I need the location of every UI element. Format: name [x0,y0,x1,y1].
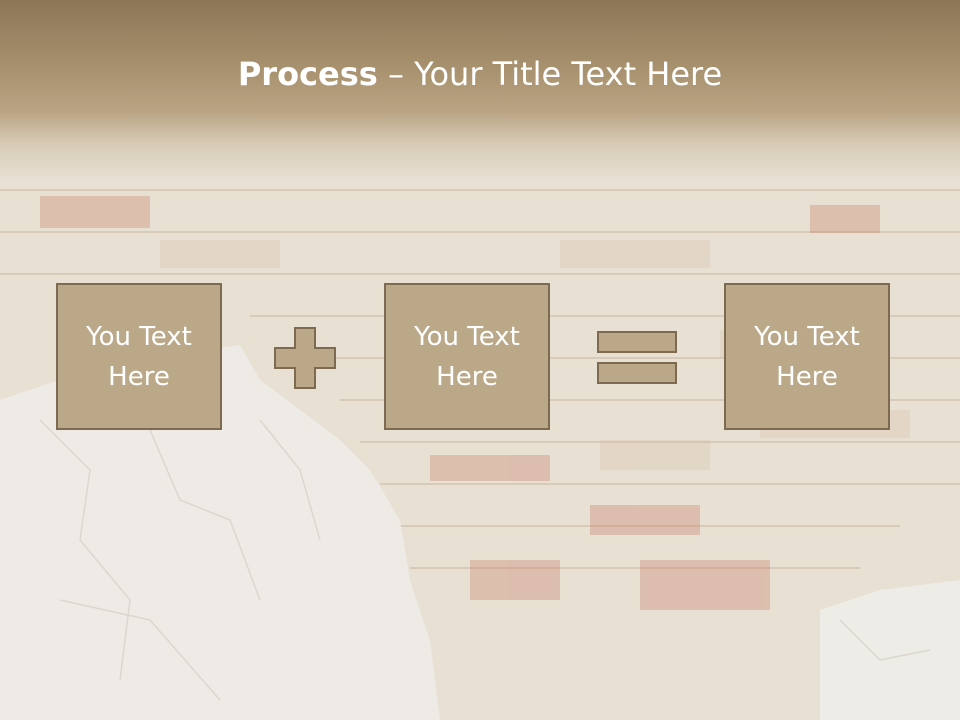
text-box-2[interactable]: You Text Here [384,283,550,430]
title-band [0,0,960,180]
text-box-1-label: You Text Here [86,321,192,392]
title-bold: Process [237,55,378,93]
slide-title: Process – Your Title Text Here [0,52,960,96]
text-box-1[interactable]: You Text Here [56,283,222,430]
text-box-3[interactable]: You Text Here [724,283,890,430]
plus-icon [274,327,336,389]
title-rest: – Your Title Text Here [377,55,723,93]
text-box-3-label: You Text Here [754,321,860,392]
text-box-2-label: You Text Here [414,321,520,392]
equals-icon [597,331,677,384]
